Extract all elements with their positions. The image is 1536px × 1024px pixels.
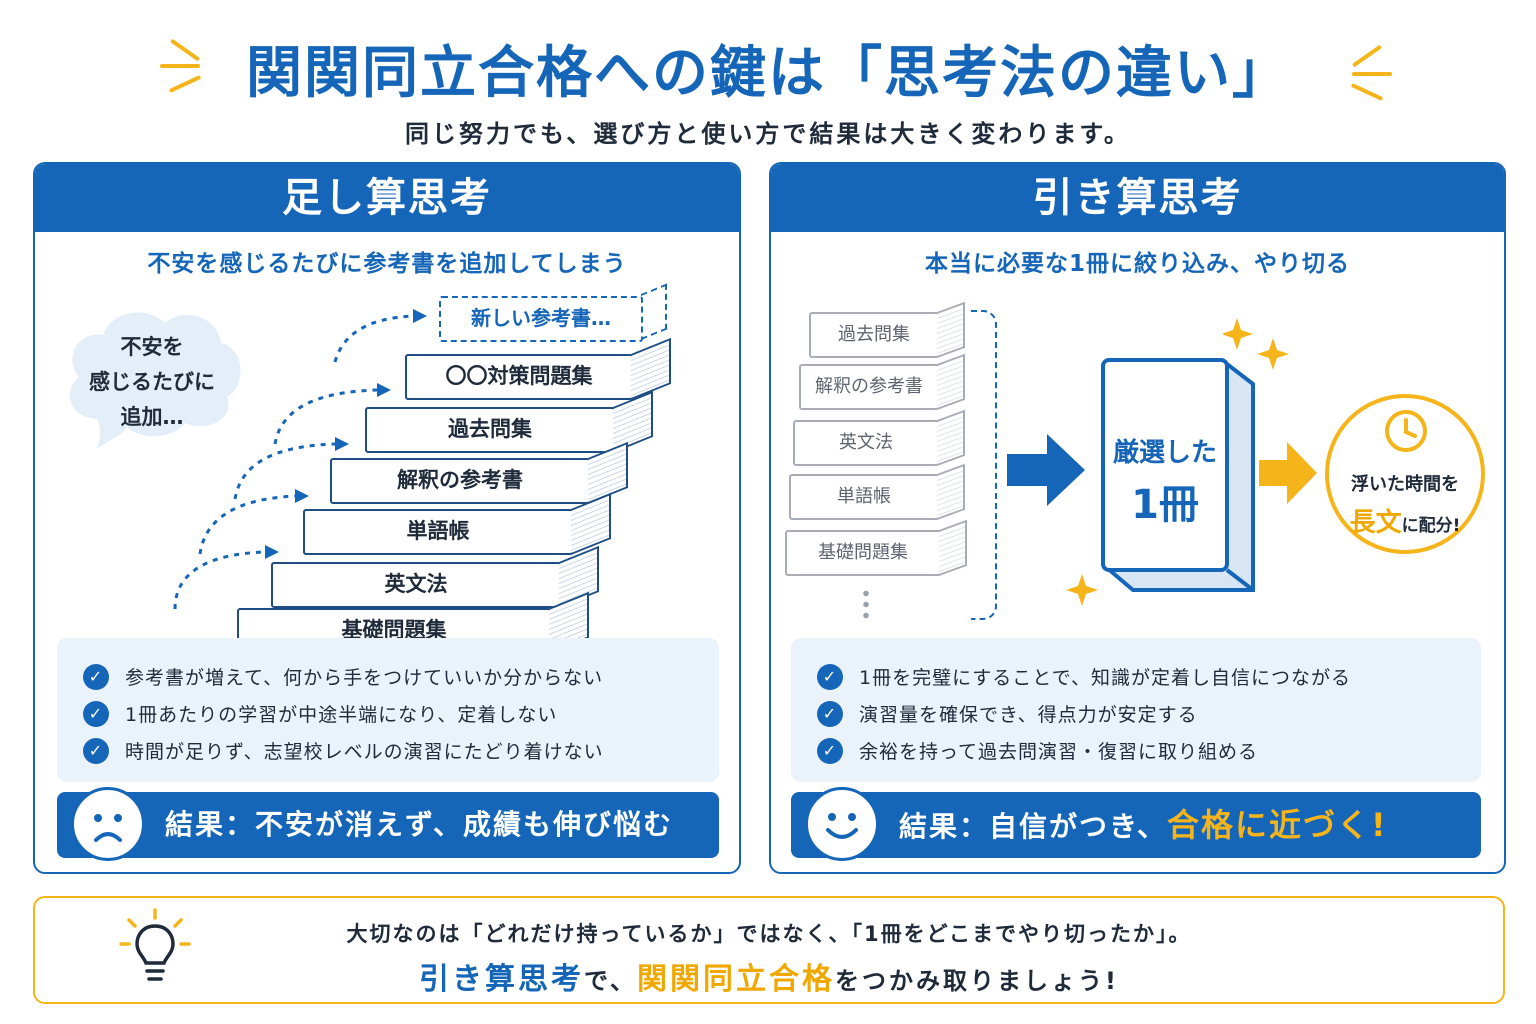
check-icon: ✓ xyxy=(83,700,109,727)
check-icon: ✓ xyxy=(817,737,843,764)
accent-ray xyxy=(1352,72,1392,76)
selected-book-icon xyxy=(1101,358,1255,592)
selection-bracket xyxy=(971,310,997,620)
lightbulb-icon xyxy=(119,908,191,981)
result-text: 結果：不安が消えず、成績も伸び悩む xyxy=(165,808,674,841)
book-vocabulary: 単語帳 xyxy=(303,509,573,555)
new-reference-book: 新しい参考書… xyxy=(439,296,643,342)
footer-message: 大切なのは「どれだけ持っているか」ではなく、「1冊をどこまでやり切ったか」。 引… xyxy=(33,896,1505,1004)
check-icon: ✓ xyxy=(817,700,843,727)
panel-title: 足し算思考 xyxy=(35,164,739,232)
list-item: ✓時間が足りず、志望校レベルの演習にたどり着けない xyxy=(83,732,693,769)
page-subtitle: 同じ努力でも、選び方と使い方で結果は大きく変わります。 xyxy=(405,120,1131,148)
list-item: ✓参考書が増えて、何から手をつけていいか分からない xyxy=(83,658,693,695)
selected-book-count: 1冊 xyxy=(1131,482,1199,528)
growth-arrows xyxy=(173,309,427,610)
cloud-text: 不安を 感じるたびに 追加… xyxy=(89,335,215,429)
check-icon: ✓ xyxy=(83,737,109,764)
gray-book: 過去問集 xyxy=(809,312,939,358)
gray-book: 基礎問題集 xyxy=(785,530,941,576)
selected-book-label: 厳選した xyxy=(1112,438,1217,468)
check-icon: ✓ xyxy=(817,663,843,690)
panel-subtitle: 不安を感じるたびに参考書を追加してしまう xyxy=(147,251,627,277)
addition-thinking-panel: 足し算思考 不安を感じるたびに参考書を追加してしまう 不安を 感じるたびに 追加… xyxy=(33,162,741,874)
book-past-exams: 過去問集 xyxy=(365,407,615,453)
list-item: ✓演習量を確保でき、得点力が安定する xyxy=(817,695,1455,732)
book-countermeasure: 〇〇対策問題集 xyxy=(405,354,633,400)
drawbacks-list: ✓参考書が増えて、何から手をつけていいか分からない ✓1冊あたりの学習が中途半端… xyxy=(57,638,719,782)
footer-line-2: 引き算思考で、関関同立合格をつかみ取りましょう! xyxy=(419,962,1119,997)
footer-line-1: 大切なのは「どれだけ持っているか」ではなく、「1冊をどこまでやり切ったか」。 xyxy=(346,922,1192,946)
time-text: 浮いた時間を xyxy=(1351,474,1459,495)
list-item: ✓1冊を完璧にすることで、知識が定着し自信につながる xyxy=(817,658,1455,695)
list-item: ✓1冊あたりの学習が中途半端になり、定着しない xyxy=(83,695,693,732)
list-item: ✓余裕を持って過去問演習・復習に取り組める xyxy=(817,732,1455,769)
result-text: 結果：自信がつき、合格に近づく! xyxy=(899,806,1388,844)
more-dots xyxy=(863,588,869,622)
page-title: 関関同立合格への鍵は「思考法の違い」 xyxy=(246,41,1290,106)
book-interpretation: 解釈の参考書 xyxy=(330,458,590,504)
sad-face-icon xyxy=(71,787,145,861)
arrow-right-icon xyxy=(1007,434,1085,506)
subtraction-thinking-panel: 引き算思考 本当に必要な1冊に絞り込み、やり切る 過去問集 解釈の参考書 英文法… xyxy=(769,162,1506,874)
clock-icon xyxy=(1385,410,1427,452)
thought-cloud-icon xyxy=(69,312,241,449)
panel-title: 引き算思考 xyxy=(771,164,1504,232)
smile-face-icon xyxy=(805,787,879,861)
gray-book: 単語帳 xyxy=(789,474,939,520)
benefits-list: ✓1冊を完璧にすることで、知識が定着し自信につながる ✓演習量を確保でき、得点力… xyxy=(791,638,1481,782)
sparkle-icon xyxy=(1066,574,1098,606)
gray-book: 解釈の参考書 xyxy=(799,364,939,410)
result-bar: 結果：不安が消えず、成績も伸び悩む xyxy=(57,787,719,861)
book-grammar: 英文法 xyxy=(271,562,561,608)
panel-subtitle: 本当に必要な1冊に絞り込み、やり切る xyxy=(924,251,1350,277)
check-icon: ✓ xyxy=(83,663,109,690)
time-text-2: 長文に配分! xyxy=(1349,508,1461,538)
sparkle-icon xyxy=(1223,318,1289,370)
arrow-right-icon xyxy=(1259,442,1317,504)
accent-ray xyxy=(160,64,200,68)
result-bar: 結果：自信がつき、合格に近づく! xyxy=(791,787,1481,861)
gray-book: 英文法 xyxy=(793,420,939,466)
